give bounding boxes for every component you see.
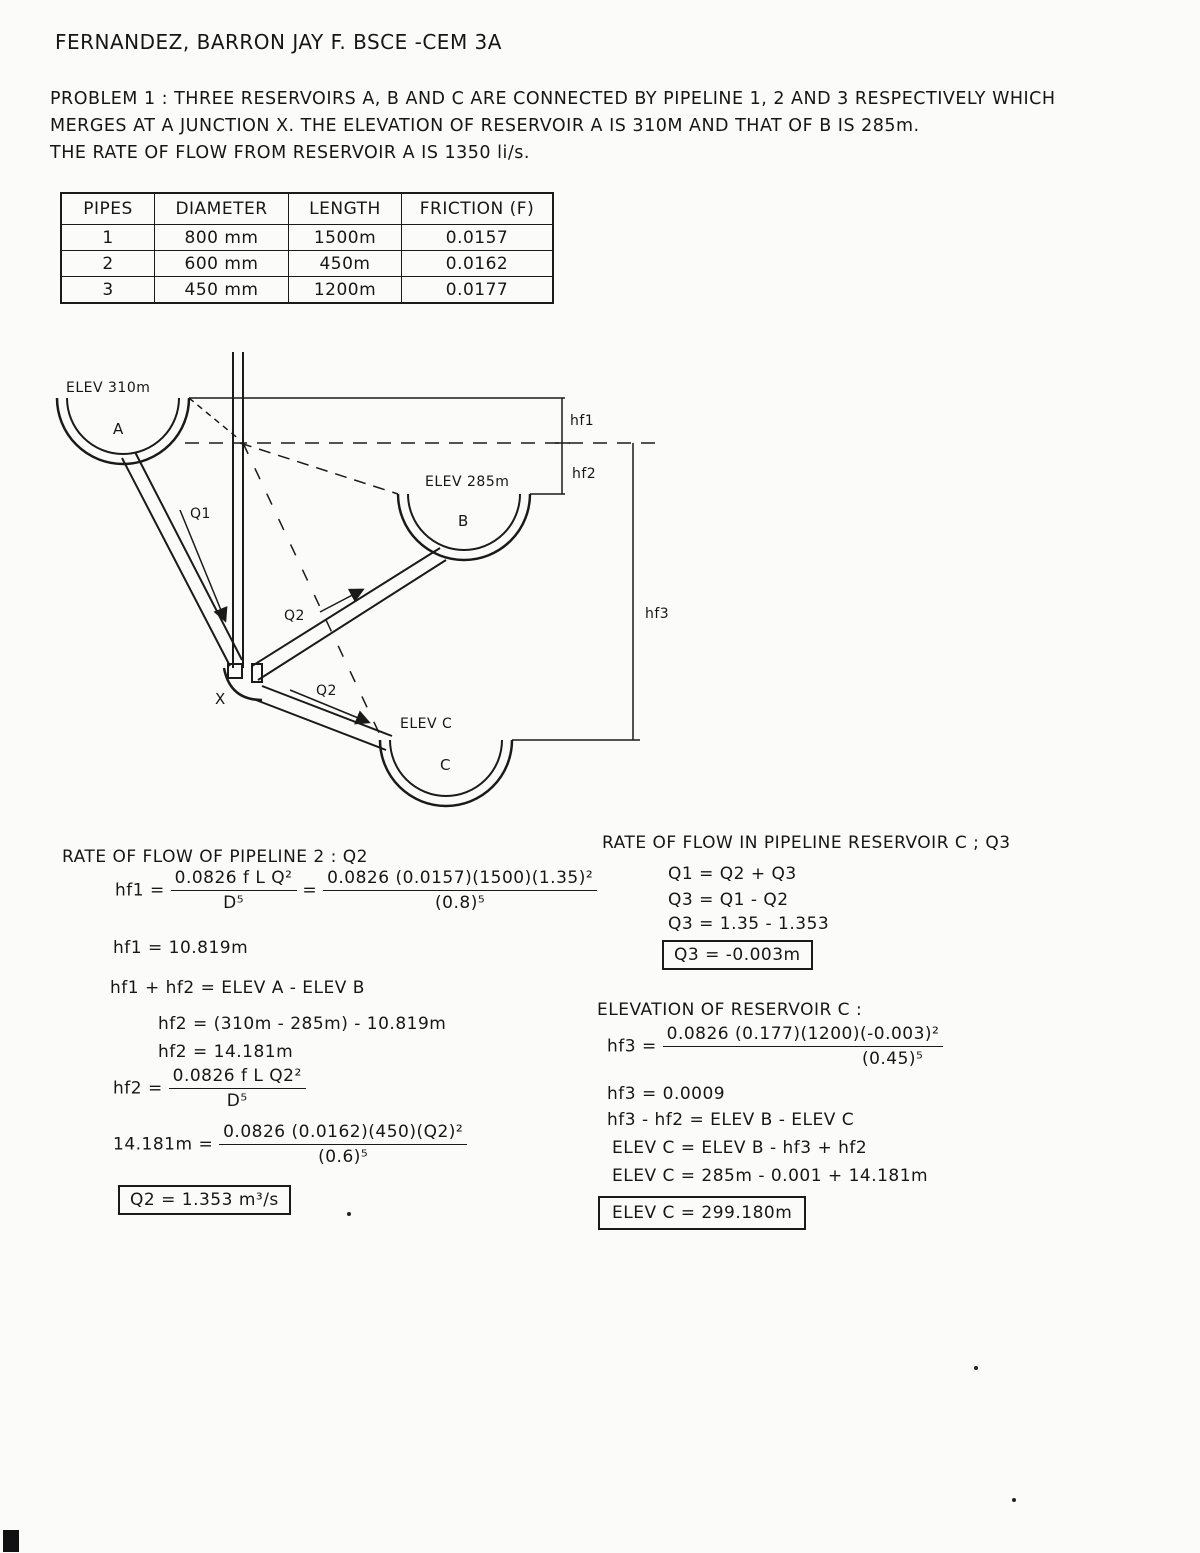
continuity-equation: Q1 = Q2 + Q3 — [668, 864, 797, 884]
label-junction-x: X — [215, 690, 226, 708]
cell-friction: 0.0162 — [401, 250, 554, 277]
head-loss-equation: hf3 - hf2 = ELEV B - ELEV C — [607, 1110, 855, 1130]
hgl-b-line — [239, 442, 399, 495]
hf3-fraction: 0.0826 (0.177)(1200)(-0.003)² (0.45)⁵ — [662, 1024, 944, 1069]
pipe-table: PIPES DIAMETER LENGTH FRICTION (F) 1 800… — [60, 192, 554, 304]
energy-sum-equation: hf1 + hf2 = ELEV A - ELEV B — [110, 978, 365, 998]
q2-sub-label: 14.181m = — [113, 1134, 214, 1155]
scan-speck — [1012, 1498, 1016, 1502]
q3-answer: Q3 = -0.003m — [662, 940, 813, 970]
left-section-title: RATE OF FLOW OF PIPELINE 2 : Q2 — [62, 847, 368, 867]
reservoir-a-outer — [55, 397, 191, 466]
hf1-result: hf1 = 10.819m — [113, 938, 249, 958]
hf2-formula: hf2 = 0.0826 f L Q2² D⁵ — [113, 1066, 306, 1111]
right-section-title: RATE OF FLOW IN PIPELINE RESERVOIR C ; Q… — [602, 833, 1011, 853]
table-row: 3 450 mm 1200m 0.0177 — [60, 276, 554, 304]
label-hf3: hf3 — [645, 606, 670, 622]
pipe-3-upper — [261, 685, 393, 737]
reservoir-a-inner — [66, 397, 180, 455]
scan-speck — [974, 1366, 978, 1370]
hf2-label: hf2 = — [113, 1078, 163, 1099]
label-reservoir-a: A — [113, 420, 124, 438]
q2-answer-box: Q2 = 1.353 m³/s — [118, 1185, 291, 1215]
label-elev-c: ELEV C — [400, 716, 453, 732]
cell-friction: 0.0177 — [401, 276, 554, 304]
label-hf2: hf2 — [572, 466, 597, 482]
elev-c-answer: ELEV C = 299.180m — [598, 1196, 807, 1230]
q3-rearranged: Q3 = Q1 - Q2 — [668, 890, 789, 910]
label-reservoir-c: C — [440, 756, 451, 774]
hf1-substitution: 0.0826 (0.0157)(1500)(1.35)² (0.8)⁵ — [323, 868, 598, 913]
cell-length: 1500m — [288, 224, 402, 251]
reservoir-b-outer — [396, 493, 532, 562]
cell-pipe: 1 — [60, 224, 155, 251]
hgl-a-line — [188, 397, 241, 441]
hf2-fraction: 0.0826 f L Q2² D⁵ — [168, 1066, 306, 1111]
arrow-q2-lower — [289, 689, 371, 725]
label-hf1: hf1 — [570, 413, 595, 429]
q3-substitution: Q3 = 1.35 - 1.353 — [668, 914, 830, 934]
col-header-friction: FRICTION (F) — [401, 192, 554, 225]
label-reservoir-b: B — [458, 512, 469, 530]
hf1-label: hf1 = — [115, 880, 165, 901]
col-header-pipes: PIPES — [60, 192, 155, 225]
scan-speck — [347, 1212, 351, 1216]
pipe-1-lower — [134, 451, 243, 661]
scanner-mark — [3, 1530, 19, 1552]
elev-c-substitution: ELEV C = 285m - 0.001 + 14.181m — [612, 1166, 929, 1186]
label-q2-upper: Q2 — [284, 608, 305, 624]
col-header-length: LENGTH — [288, 192, 402, 225]
cell-diameter: 800 mm — [154, 224, 289, 251]
hf2-calculation: hf2 = (310m - 285m) - 10.819m — [158, 1014, 447, 1034]
col-header-diameter: DIAMETER — [154, 192, 289, 225]
label-q2-lower: Q2 — [316, 683, 337, 699]
cell-pipe: 2 — [60, 250, 155, 277]
junction-fitting — [227, 663, 243, 679]
pipe-1-upper — [121, 457, 231, 667]
cell-friction: 0.0157 — [401, 224, 554, 251]
pipe-3-lower — [255, 699, 387, 751]
q2-sub-fraction: 0.0826 (0.0162)(450)(Q2)² (0.6)⁵ — [219, 1122, 468, 1167]
hf3-result: hf3 = 0.0009 — [607, 1084, 726, 1104]
q3-answer-box: Q3 = -0.003m — [662, 940, 813, 970]
label-elev-b: ELEV 285m — [425, 474, 510, 490]
elev-c-answer-box: ELEV C = 299.180m — [598, 1196, 807, 1230]
cell-length: 450m — [288, 250, 402, 277]
cell-diameter: 450 mm — [154, 276, 289, 304]
hf1-formula: hf1 = 0.0826 f L Q² D⁵ = 0.0826 (0.0157)… — [115, 868, 598, 913]
label-q1: Q1 — [190, 506, 211, 522]
equals-sign: = — [302, 880, 318, 901]
reservoir-b-inner — [407, 493, 521, 551]
table-row: 2 600 mm 450m 0.0162 — [60, 250, 554, 277]
q2-answer: Q2 = 1.353 m³/s — [118, 1185, 291, 1215]
right-section-title-2: ELEVATION OF RESERVOIR C : — [597, 1000, 863, 1020]
reservoir-c-outer — [378, 739, 514, 808]
hf3-formula: hf3 = 0.0826 (0.177)(1200)(-0.003)² (0.4… — [607, 1024, 944, 1069]
hf2-result: hf2 = 14.181m — [158, 1042, 294, 1062]
reservoir-diagram — [55, 352, 660, 808]
hgl-c-line — [242, 442, 381, 736]
problem-statement: PROBLEM 1 : THREE RESERVOIRS A, B AND C … — [50, 86, 1160, 167]
label-elev-a: ELEV 310m — [66, 380, 151, 396]
reservoir-c-inner — [389, 739, 503, 797]
q2-substitution: 14.181m = 0.0826 (0.0162)(450)(Q2)² (0.6… — [113, 1122, 468, 1167]
hf1-fraction: 0.0826 f L Q² D⁵ — [170, 868, 297, 913]
arrow-q1 — [179, 509, 228, 623]
junction-elbow — [222, 667, 263, 702]
table-row: 1 800 mm 1500m 0.0157 — [60, 224, 554, 251]
cell-diameter: 600 mm — [154, 250, 289, 277]
elev-c-equation: ELEV C = ELEV B - hf3 + hf2 — [612, 1138, 868, 1158]
hf3-label: hf3 = — [607, 1036, 657, 1057]
junction-fitting-2 — [251, 663, 263, 683]
arrow-q2-upper — [319, 588, 365, 613]
pipe-2-upper — [257, 559, 447, 681]
problem-line-3: THE RATE OF FLOW FROM RESERVOIR A IS 135… — [50, 143, 530, 163]
student-header: FERNANDEZ, BARRON JAY F. BSCE -CEM 3A — [55, 30, 502, 54]
pipe-2-lower — [251, 547, 441, 667]
cell-pipe: 3 — [60, 276, 155, 304]
problem-line-1: PROBLEM 1 : THREE RESERVOIRS A, B AND C … — [50, 89, 1056, 109]
pipe-table-header-row: PIPES DIAMETER LENGTH FRICTION (F) — [60, 192, 554, 225]
problem-line-2: MERGES AT A JUNCTION X. THE ELEVATION OF… — [50, 116, 920, 136]
cell-length: 1200m — [288, 276, 402, 304]
